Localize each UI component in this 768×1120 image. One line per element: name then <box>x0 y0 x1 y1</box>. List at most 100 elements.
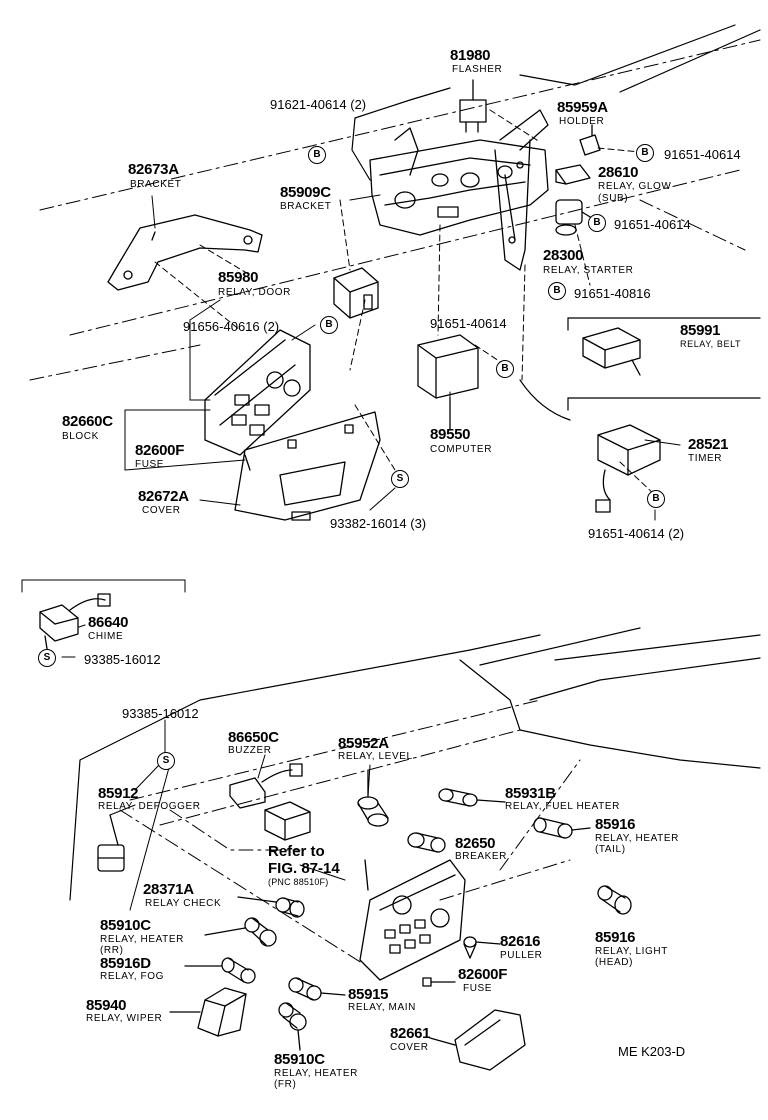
part-81980-number: 81980 <box>450 47 491 64</box>
part-85916-tail-name-sub: (TAIL) <box>595 844 626 855</box>
part-28300-name: RELAY, STARTER <box>543 265 634 276</box>
part-28521-name: TIMER <box>688 453 723 464</box>
refer-line3: (PNC 88510F) <box>268 877 329 887</box>
relay-heater-fr-85910c-shape <box>278 1002 307 1051</box>
cover-82672a-shape <box>234 411 381 521</box>
relay-main-85915-shape <box>288 977 346 1001</box>
part-85991-number: 85991 <box>680 322 721 339</box>
flasher-81980-shape <box>459 79 487 133</box>
part-81980-name: FLASHER <box>452 64 503 75</box>
relay-level-85952a-shape <box>357 769 389 827</box>
part-82673a-number: 82673A <box>128 161 179 178</box>
chime-box <box>21 579 186 593</box>
relay-fog-85916d-shape <box>184 957 256 984</box>
part-85916-head-name-sub: (HEAD) <box>595 957 634 968</box>
part-28371a-name: RELAY CHECK <box>145 898 222 909</box>
part-85910c-rr-name: RELAY, HEATER <box>100 934 184 945</box>
part-82650-number: 82650 <box>455 835 496 852</box>
part-86650c-number: 86650C <box>228 729 279 746</box>
bolt-91621-label: 91621-40614 (2) <box>270 97 367 112</box>
part-85915-name: RELAY, MAIN <box>348 1002 416 1013</box>
breaker-82650-shape <box>407 832 446 853</box>
part-85912-number: 85912 <box>98 785 139 802</box>
panel-outline-solid <box>351 24 761 421</box>
part-85980-number: 85980 <box>218 269 259 286</box>
part-85909c-name: BRACKET <box>280 201 332 212</box>
part-82616-name: PULLER <box>500 950 543 961</box>
part-85910c-rr-name-sub: (RR) <box>100 945 124 956</box>
part-85912-name: RELAY, DEFOGGER <box>98 801 201 812</box>
part-85959a-name: HOLDER <box>559 116 605 127</box>
leader-lines <box>124 194 681 521</box>
part-82661-number: 82661 <box>390 1025 431 1042</box>
part-85909c-number: 85909C <box>280 184 331 201</box>
part-85952a-number: 85952A <box>338 735 389 752</box>
part-85916-head-name: RELAY, LIGHT <box>595 946 668 957</box>
part-85916d-number: 85916D <box>100 955 151 972</box>
relay-light-head-85916-shape <box>597 885 632 915</box>
part-82672a-name: COVER <box>142 505 181 516</box>
part-85910c-fr-name: RELAY, HEATER <box>274 1068 358 1079</box>
part-85916-head-number: 85916 <box>595 929 636 946</box>
part-85931b-name: RELAY, FUEL HEATER <box>505 801 620 812</box>
relay-check-28371a-shape <box>237 896 305 918</box>
relay-heater-tail-85916-shape <box>533 817 591 839</box>
relay-defogger-85912-shape <box>97 814 125 872</box>
screw-93385-label-1: 93385-16012 <box>84 652 161 667</box>
part-28521-number: 28521 <box>688 436 729 453</box>
part-82673a-name: BRACKET <box>130 179 182 190</box>
part-85910c-rr-number: 85910C <box>100 917 151 934</box>
part-28300-number: 28300 <box>543 247 584 264</box>
bolt-b-marker-2: B <box>636 144 654 162</box>
figure-code: ME K203-D <box>618 1044 686 1059</box>
part-85910c-fr-number: 85910C <box>274 1051 325 1068</box>
relay-door-85980-shape <box>333 267 379 319</box>
screw-93382-label: 93382-16014 (3) <box>330 516 427 531</box>
relay-heater-rr-85910c-shape <box>204 917 277 947</box>
part-85916d-name: RELAY, FOG <box>100 971 164 982</box>
screw-s-marker-1: S <box>391 470 409 488</box>
bracket-82673a-shape <box>107 214 263 291</box>
part-82660c-name: BLOCK <box>62 431 99 442</box>
part-28610-number: 28610 <box>598 164 639 181</box>
refer-line2: FIG. 87-14 <box>268 860 340 877</box>
block-82660c-shape <box>204 329 311 471</box>
part-86650c-name: BUZZER <box>228 745 272 756</box>
screw-93385-label-2: 93385-16012 <box>122 706 199 721</box>
bolt-b-marker-3: B <box>588 214 606 232</box>
bolt-91651-40614-label-2: 91651-40614 <box>614 217 691 232</box>
part-82672a-number: 82672A <box>138 488 189 505</box>
panel-outline-bottom <box>69 627 761 901</box>
leader-lines-bottom <box>61 624 371 911</box>
bolt-b-marker-7: B <box>647 490 665 508</box>
part-86640-number: 86640 <box>88 614 129 631</box>
relay-wiper-85940-shape <box>169 987 247 1037</box>
screw-s-marker-2: S <box>38 649 56 667</box>
part-85916-tail-name: RELAY, HEATER <box>595 833 679 844</box>
part-82600f-top-name: FUSE <box>135 459 165 470</box>
part-82600f-bottom-name: FUSE <box>463 983 493 994</box>
part-85915-number: 85915 <box>348 986 389 1003</box>
bolt-b-marker-5: B <box>320 316 338 334</box>
panel-outline-top <box>29 39 761 381</box>
relay-glow-28610-shape <box>555 164 591 185</box>
bolt-91651-40816-label: 91651-40816 <box>574 286 651 301</box>
part-85916-tail-number: 85916 <box>595 816 636 833</box>
part-85940-number: 85940 <box>86 997 127 1014</box>
bolt-91656-label: 91656-40616 (2) <box>183 319 280 334</box>
bracket-85909c-shape <box>369 109 549 271</box>
part-82600f-top-number: 82600F <box>135 442 185 459</box>
part-85959a-number: 85959A <box>557 99 608 116</box>
part-82616-number: 82616 <box>500 933 541 950</box>
part-86640-name: CHIME <box>88 631 124 642</box>
leaders-top <box>154 109 656 496</box>
part-85952a-name: RELAY, LEVEL <box>338 751 413 762</box>
computer-89550-shape <box>417 334 479 431</box>
part-82650-name: BREAKER <box>455 851 507 862</box>
screw-s-marker-3: S <box>157 752 175 770</box>
block-bottom-shape <box>359 859 466 981</box>
part-85940-name: RELAY, WIPER <box>86 1013 163 1024</box>
relay-belt-85991-shape <box>582 327 641 376</box>
